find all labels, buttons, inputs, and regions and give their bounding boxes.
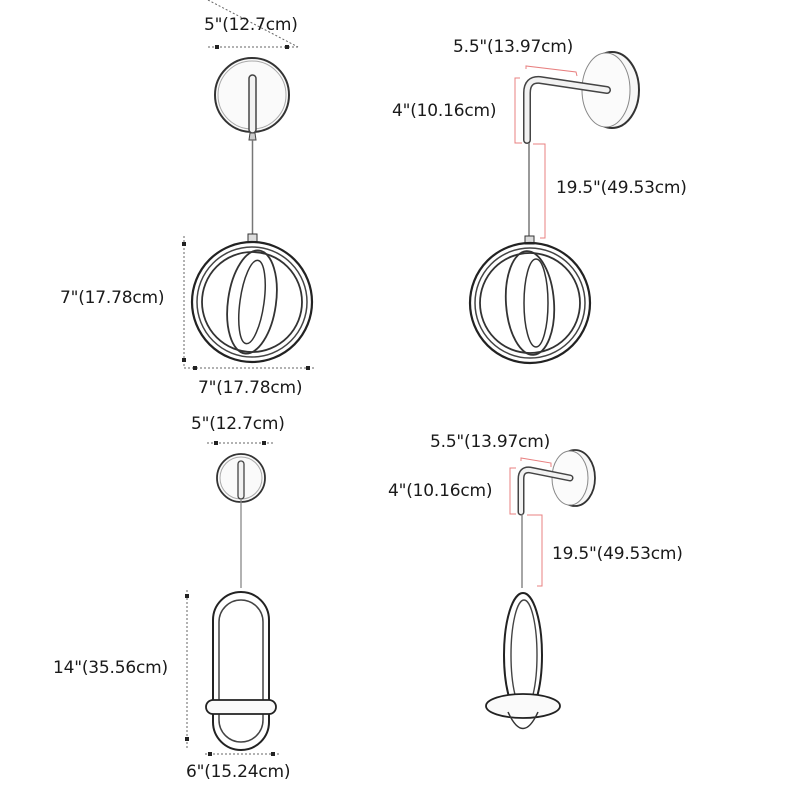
round-ceiling-width-label: 7"(17.78cm) — [198, 378, 303, 398]
oval-wall-arm-drop-label: 4"(10.16cm) — [388, 481, 493, 501]
oval-pendant-ceiling-drawing — [185, 441, 280, 756]
oval-wall-arm-length-label: 5.5"(13.97cm) — [430, 432, 551, 452]
oval-pendant-wall-drawing — [485, 449, 596, 730]
round-ceiling-canopy-width-label: 5"(12.7cm) — [204, 15, 298, 35]
oval-ceiling-height-label: 14"(35.56cm) — [53, 658, 168, 678]
round-wall-arm-length-label: 5.5"(13.97cm) — [453, 37, 574, 57]
round-pendant-wall-drawing — [468, 51, 640, 365]
oval-ceiling-width-label: 6"(15.24cm) — [186, 762, 291, 782]
round-pendant-ceiling-drawing — [182, 0, 316, 370]
oval-wall-cord-length-label: 19.5"(49.53cm) — [552, 544, 683, 564]
round-wall-cord-length-label: 19.5"(49.53cm) — [556, 178, 687, 198]
round-wall-arm-drop-label: 4"(10.16cm) — [392, 101, 497, 121]
oval-ceiling-canopy-width-label: 5"(12.7cm) — [191, 414, 285, 434]
round-ceiling-height-label: 7"(17.78cm) — [60, 288, 165, 308]
